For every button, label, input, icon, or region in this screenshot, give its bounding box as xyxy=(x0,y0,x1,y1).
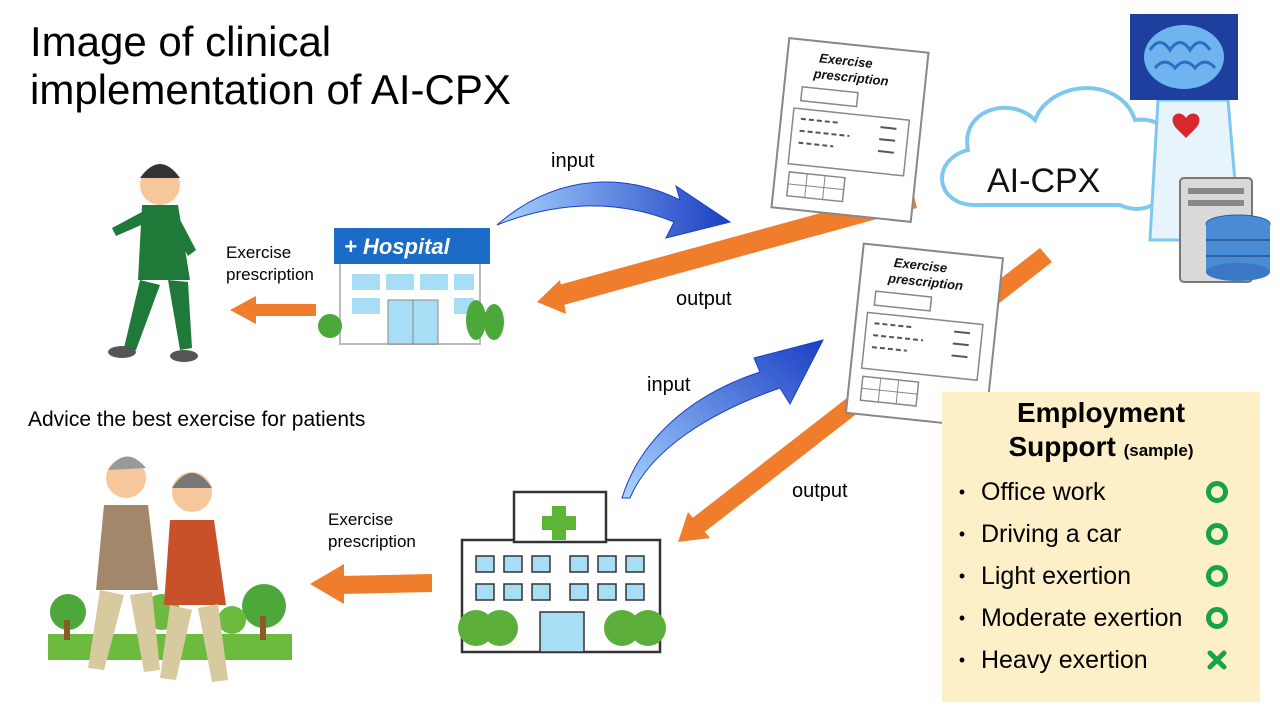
title-line-1: Image of clinical xyxy=(30,18,332,65)
employment-title-sample: (sample) xyxy=(1123,441,1194,460)
cloud-label: AI-CPX xyxy=(987,162,1100,200)
exercise-prescription-label-bottom: Exercise prescription xyxy=(328,509,416,553)
employment-item-light-exertion: • Light exertion xyxy=(950,556,1250,596)
elderly-couple-walking-icon xyxy=(48,456,292,682)
exercise-label-bottom-line2: prescription xyxy=(328,532,416,551)
exercise-label-top-line2: prescription xyxy=(226,265,314,284)
employment-item-label: Light exertion xyxy=(980,562,1132,590)
employment-title-line1: Employment xyxy=(1016,397,1186,428)
hospital-sign: + Hospital xyxy=(344,234,451,259)
large-hospital-icon xyxy=(458,490,666,654)
circle-check-icon xyxy=(1206,607,1228,629)
employment-title-line2: Support (sample) xyxy=(942,430,1260,468)
employment-item-heavy-exertion: • Heavy exertion xyxy=(950,640,1250,680)
employment-item-label: Heavy exertion xyxy=(980,646,1148,674)
employment-item-moderate-exertion: • Moderate exertion xyxy=(950,598,1250,638)
input-arrow-top xyxy=(496,181,732,239)
employment-item-driving: • Driving a car xyxy=(950,514,1250,554)
doc-top-line1: Exercise xyxy=(819,50,874,71)
server-database-icon xyxy=(1179,177,1271,283)
doc-bottom-line1: Exercise xyxy=(893,255,948,276)
employment-support-panel: Employment Support (sample) • Office wor… xyxy=(942,392,1260,702)
circle-check-icon xyxy=(1206,481,1228,503)
advice-caption: Advice the best exercise for patients xyxy=(28,408,366,431)
output-label-bottom: output xyxy=(792,480,848,502)
exercise-label-bottom-line1: Exercise xyxy=(328,510,394,529)
exercise-arrow-left-bottom xyxy=(310,564,432,604)
circle-check-icon xyxy=(1206,523,1228,545)
prescription-document-top: Exercise prescription xyxy=(770,37,930,223)
input-label-bottom: input xyxy=(647,374,691,396)
output-label-top: output xyxy=(676,288,732,310)
employment-item-label: Office work xyxy=(980,478,1106,506)
output-arrow-top xyxy=(537,188,917,314)
employment-item-label: Driving a car xyxy=(980,520,1122,548)
bullet-icon: • xyxy=(958,650,966,670)
hospital-building-icon: + Hospital xyxy=(318,228,504,345)
page-title: Image of clinical implementation of AI-C… xyxy=(30,18,511,114)
bullet-icon: • xyxy=(958,482,966,502)
circle-check-icon xyxy=(1206,565,1228,587)
walking-patient-icon xyxy=(108,164,198,362)
exercise-prescription-label-top: Exercise prescription xyxy=(226,242,314,286)
input-arrow-bottom xyxy=(621,339,824,499)
employment-panel-title: Employment Support (sample) xyxy=(942,396,1260,468)
prescription-document-bottom: Exercise prescription xyxy=(844,242,1005,429)
employment-item-label: Moderate exertion xyxy=(980,604,1183,632)
ai-robot-icon xyxy=(1130,14,1242,242)
bullet-icon: • xyxy=(958,524,966,544)
employment-item-office-work: • Office work xyxy=(950,472,1250,512)
bullet-icon: • xyxy=(958,566,966,586)
title-line-2: implementation of AI-CPX xyxy=(30,66,511,113)
input-label-top: input xyxy=(551,150,595,172)
employment-title-support: Support xyxy=(1008,431,1116,462)
bullet-icon: • xyxy=(958,608,966,628)
ai-cpx-cloud: AI-CPX xyxy=(940,86,1178,211)
exercise-arrow-left-top xyxy=(230,296,316,324)
exercise-label-top-line1: Exercise xyxy=(226,243,292,262)
cross-mark-icon xyxy=(1207,650,1227,670)
